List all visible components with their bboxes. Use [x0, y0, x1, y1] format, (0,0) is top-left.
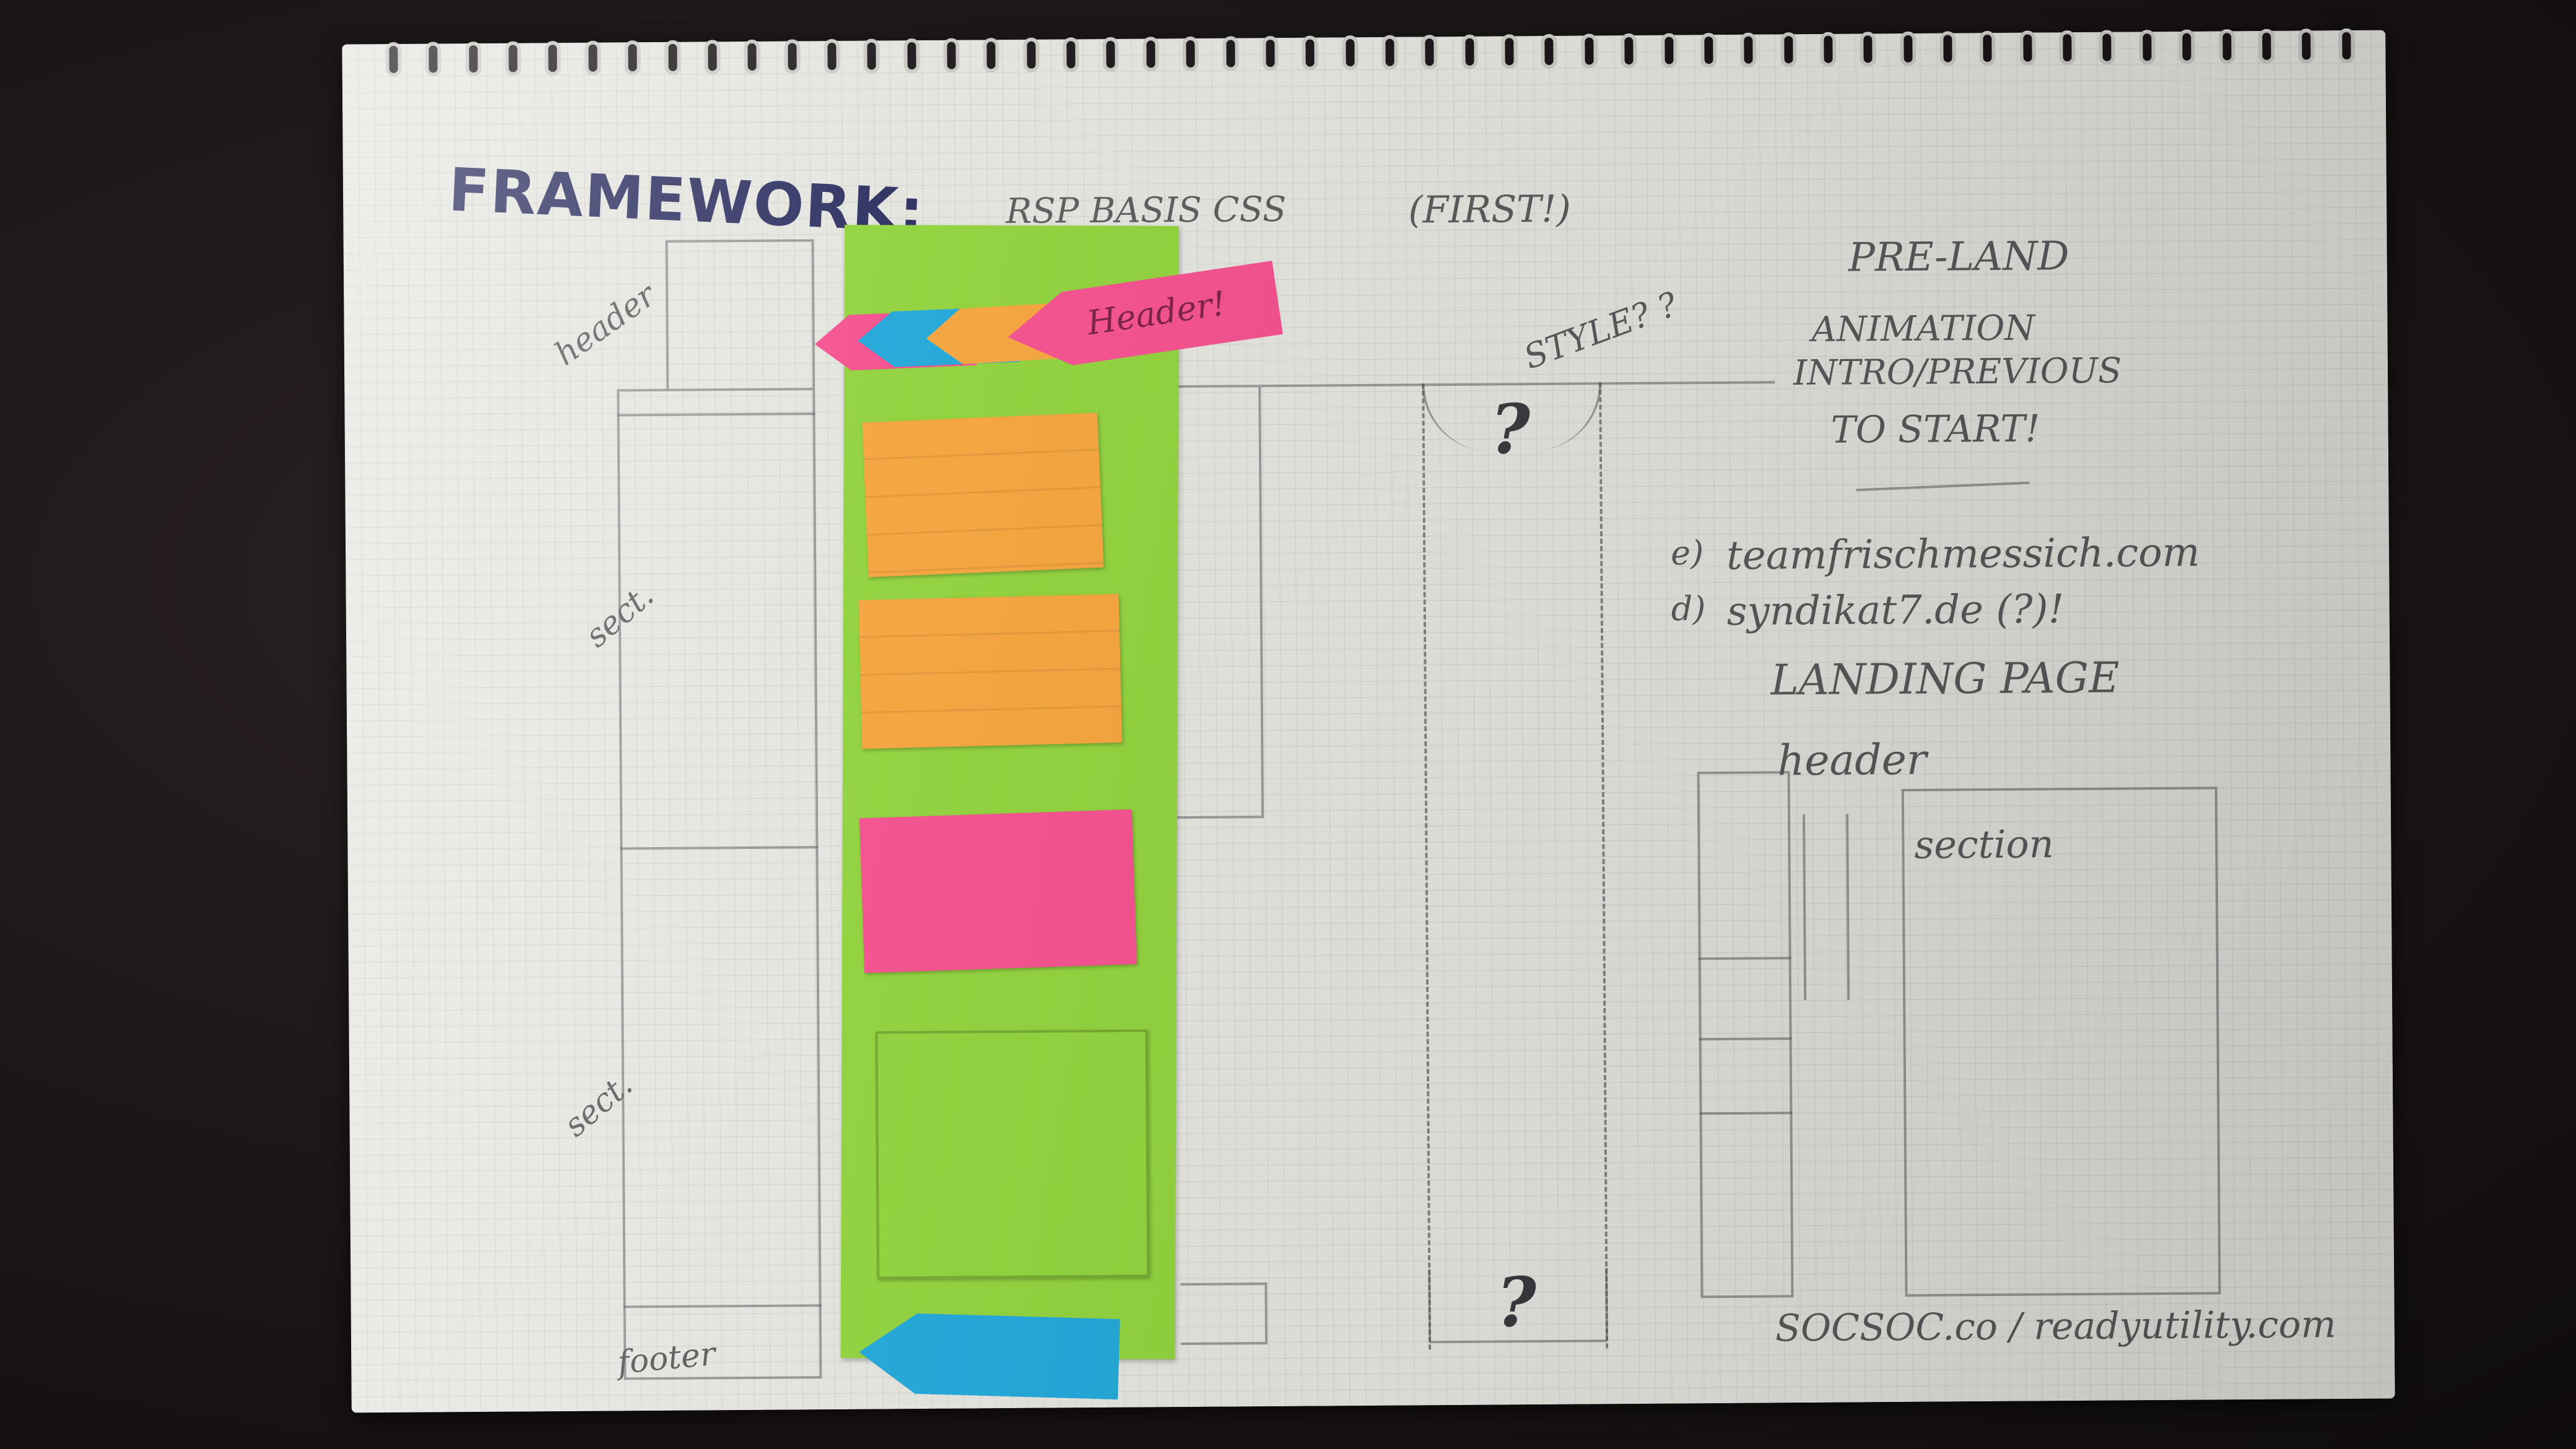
- sketch-mid-column: [1174, 385, 1264, 819]
- sketch-down-arrow-1: [1803, 814, 1807, 1001]
- sketch-dashed-column: [1422, 382, 1609, 1350]
- sketch-right-nav: [1697, 771, 1794, 1299]
- orange-note-1: [862, 412, 1104, 578]
- question-mark-bottom: ?: [1496, 1262, 1537, 1342]
- note-header: header: [1777, 735, 1927, 786]
- notebook-page: FRAMEWORK: RSP BASIS CSS (FIRST!) header…: [342, 28, 2395, 1413]
- note-pre-land: PRE-LAND: [1848, 233, 2069, 281]
- pink-note: [859, 809, 1137, 973]
- note-bottom-right: SOCSOC.co / readyutility.com: [1775, 1303, 2336, 1351]
- note-intro-previous: INTRO/PREVIOUS: [1793, 350, 2122, 394]
- sketch-left-header: [665, 239, 816, 389]
- ref-marker-1: e): [1670, 533, 1704, 573]
- sketch-right-content: [1901, 786, 2221, 1297]
- sketch-mid-bottom: [1180, 1282, 1268, 1346]
- ref-marker-2: d): [1671, 589, 1706, 629]
- ref-item-2: syndikat7.de (?)!: [1726, 586, 2065, 635]
- note-animation: ANIMATION: [1811, 308, 2035, 350]
- label-header: header: [548, 276, 663, 373]
- question-mark-top: ?: [1490, 389, 1531, 469]
- note-landing-page: LANDING PAGE: [1770, 653, 2120, 705]
- note-style: STYLE? ?: [1518, 284, 1683, 377]
- orange-note-2: [858, 594, 1123, 749]
- note-rsp-basis: RSP BASIS CSS: [1006, 189, 1287, 232]
- ref-item-1: teamfrischmessich.com: [1726, 529, 2200, 579]
- label-footer: footer: [616, 1335, 718, 1382]
- note-underline: [1856, 481, 2030, 492]
- note-first: (FIRST!): [1408, 187, 1572, 232]
- green-note-outline: [875, 1029, 1150, 1279]
- sketch-down-arrow-2: [1846, 814, 1850, 1000]
- sketch-left-column: [617, 388, 822, 1380]
- note-to-start: TO START!: [1830, 407, 2040, 452]
- header-flag-label: Header!: [1084, 284, 1229, 343]
